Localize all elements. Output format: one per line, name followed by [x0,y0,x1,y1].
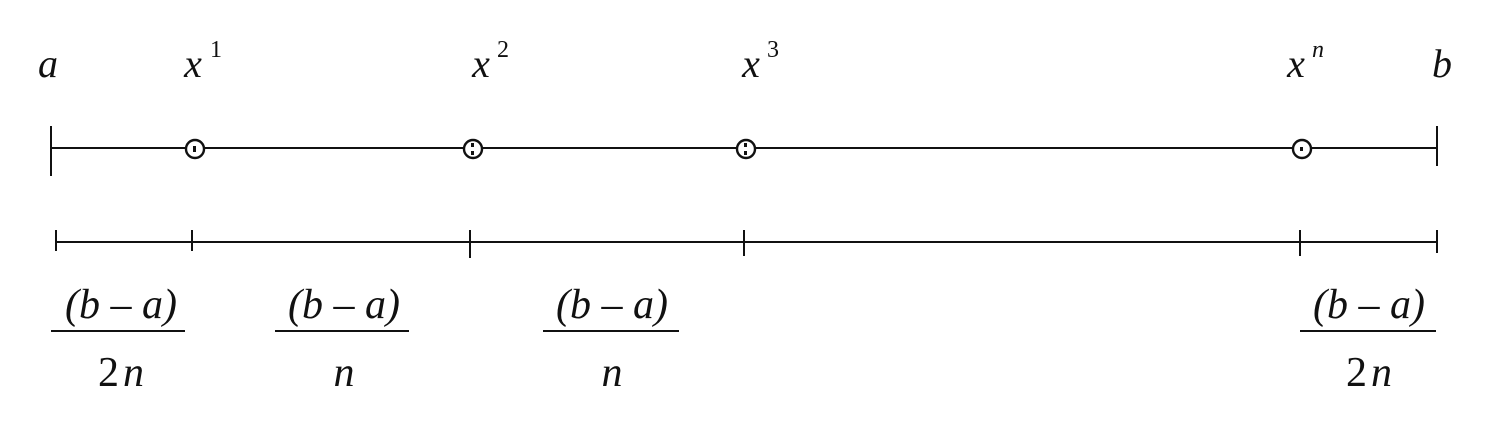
point-label-x3: x 3 [741,37,779,86]
svg-text:(b – a): (b – a) [1313,282,1425,328]
fraction-interval-2: (b – a) n [275,282,409,396]
svg-text:n: n [334,350,355,396]
fraction-interval-3: (b – a) n [543,282,679,396]
svg-text:x: x [1286,41,1305,86]
svg-text:n: n [1312,37,1324,63]
point-marker-x2 [462,138,484,160]
svg-text:(b – a): (b – a) [65,282,177,328]
endpoint-label-b: b [1432,41,1452,86]
svg-text:3: 3 [767,37,779,63]
point-marker-xn [1291,138,1313,160]
svg-text:2n: 2n [1346,350,1392,396]
point-label-x2: x 2 [471,37,509,86]
endpoint-label-a: a [38,41,58,86]
svg-text:x: x [183,41,202,86]
svg-text:2n: 2n [98,350,144,396]
point-marker-x1 [184,138,206,160]
subdivision-ruler [55,230,1438,258]
svg-text:x: x [471,41,490,86]
svg-text:(b – a): (b – a) [556,282,668,328]
svg-text:n: n [602,350,623,396]
fraction-first-half-interval: (b – a) 2n [51,282,185,396]
svg-text:1: 1 [210,37,222,63]
point-label-xn: x n [1286,37,1324,86]
svg-text:2: 2 [497,37,509,63]
point-marker-x3 [735,138,757,160]
svg-text:(b – a): (b – a) [288,282,400,328]
point-label-x1: x 1 [183,37,222,86]
svg-text:x: x [741,41,760,86]
fraction-last-half-interval: (b – a) 2n [1300,282,1436,396]
